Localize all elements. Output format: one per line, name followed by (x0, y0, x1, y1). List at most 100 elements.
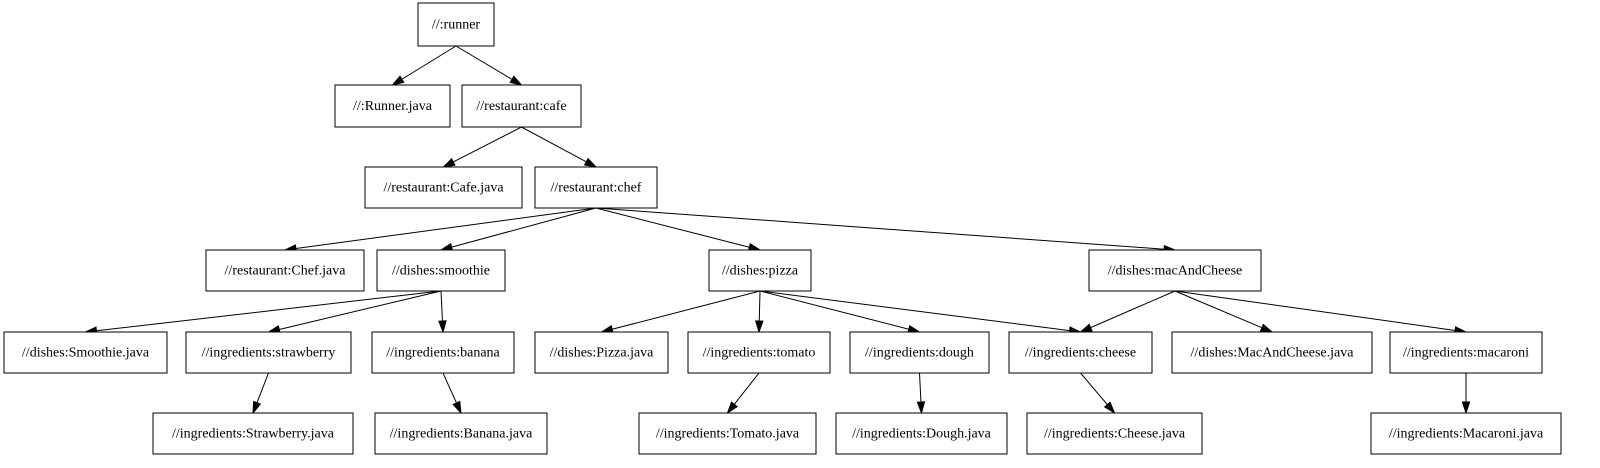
node-label: //ingredients:Banana.java (390, 427, 533, 442)
graph-edge-arrowhead (442, 157, 456, 168)
node-box (1026, 412, 1203, 455)
graph-edge (1090, 290, 1176, 329)
node-box (534, 166, 658, 209)
node-box (371, 331, 515, 374)
graph-node-dishes_pizza[interactable]: //dishes:pizza (708, 249, 812, 292)
graph-node-restaurant_cafe[interactable]: //restaurant:cafe (461, 84, 582, 128)
graph-edge (295, 207, 597, 250)
nodes-layer: //:runner //:Runner.java //restaurant:cafe… (3, 2, 1562, 455)
node-label: //dishes:macAndCheese (1108, 264, 1243, 279)
node-box (638, 412, 817, 455)
graph-edge (595, 207, 750, 248)
graph-node-ing_macaroni[interactable]: //ingredients:macaroni (1389, 331, 1543, 374)
graph-node-pizza_java[interactable]: //dishes:Pizza.java (534, 331, 669, 374)
graph-edge-arrowhead (452, 400, 462, 415)
node-box (687, 331, 831, 374)
node-label: //restaurant:chef (551, 181, 642, 196)
node-label: //restaurant:Cafe.java (383, 181, 504, 196)
graph-edge-arrowhead (583, 157, 598, 168)
graph-node-ing_cheese[interactable]: //ingredients:cheese (1008, 331, 1153, 374)
node-box (152, 412, 354, 455)
node-box (1171, 331, 1373, 374)
node-label: //dishes:Smoothie.java (22, 346, 150, 361)
node-label: //dishes:pizza (722, 264, 799, 279)
graph-node-chef_java[interactable]: //restaurant:Chef.java (205, 249, 365, 292)
graph-edge-arrowhead (1079, 323, 1093, 333)
graph-edge (1080, 372, 1108, 405)
graph-node-restaurant_chef[interactable]: //restaurant:chef (534, 166, 658, 209)
node-box (534, 331, 669, 374)
graph-node-cheese_java[interactable]: //ingredients:Cheese.java (1026, 412, 1203, 455)
graph-edge (442, 372, 457, 404)
graph-edge (1174, 290, 1456, 331)
node-box (461, 84, 582, 128)
node-label: //ingredients:Dough.java (852, 427, 992, 442)
graph-edge-arrowhead (726, 401, 738, 415)
node-box (1008, 331, 1153, 374)
graph-node-ing_banana[interactable]: //ingredients:banana (371, 331, 515, 374)
graph-node-runner[interactable]: //:runner (417, 2, 495, 47)
graph-edge-arrowhead (438, 320, 447, 334)
graph-edge (758, 290, 761, 322)
graph-edge-arrowhead (1259, 323, 1274, 333)
graph-node-macaroni_java[interactable]: //ingredients:Macaroni.java (1370, 412, 1562, 455)
node-box (376, 249, 506, 292)
graph-edge (733, 372, 760, 405)
node-box (1389, 331, 1543, 374)
node-label: //ingredients:Strawberry.java (172, 427, 335, 442)
graph-node-banana_java[interactable]: //ingredients:Banana.java (374, 412, 548, 455)
graph-edge-arrowhead (1103, 401, 1116, 415)
edges-layer (83, 45, 1471, 415)
node-label: //:runner (432, 18, 481, 33)
node-label: //:Runner.java (353, 99, 433, 114)
node-box (364, 166, 523, 209)
node-label: //ingredients:dough (865, 346, 974, 361)
graph-node-dishes_smoothie[interactable]: //dishes:smoothie (376, 249, 506, 292)
node-box (374, 412, 548, 455)
graph-edge-arrowhead (391, 75, 405, 86)
graph-edge (401, 45, 457, 80)
graph-edge (521, 126, 587, 163)
graph-node-dishes_macnchz[interactable]: //dishes:macAndCheese (1088, 249, 1262, 292)
node-label: //ingredients:banana (386, 346, 500, 361)
graph-edge-arrowhead (509, 75, 523, 86)
node-label: //ingredients:macaroni (1403, 346, 1529, 361)
node-box (205, 249, 365, 292)
graph-edge (256, 372, 269, 403)
graph-edge (759, 290, 909, 330)
node-box (849, 331, 990, 374)
node-label: //dishes:smoothie (392, 264, 490, 279)
node-box (3, 331, 168, 374)
graph-edge-arrowhead (916, 401, 926, 415)
node-label: //ingredients:Tomato.java (656, 427, 800, 442)
node-box (708, 249, 812, 292)
graph-node-dough_java[interactable]: //ingredients:Dough.java (835, 412, 1008, 455)
graph-node-strawberry_java[interactable]: //ingredients:Strawberry.java (152, 412, 354, 455)
graph-node-tomato_java[interactable]: //ingredients:Tomato.java (638, 412, 817, 455)
graph-node-cafe_java[interactable]: //restaurant:Cafe.java (364, 166, 523, 209)
graph-node-ing_tomato[interactable]: //ingredients:tomato (687, 331, 831, 374)
graph-edge (453, 126, 522, 163)
node-label: //ingredients:strawberry (202, 346, 336, 361)
node-box (1370, 412, 1562, 455)
graph-node-smoothie_java[interactable]: //dishes:Smoothie.java (3, 331, 168, 374)
node-label: //restaurant:cafe (476, 99, 566, 114)
graph-edge (612, 290, 761, 330)
graph-node-ing_dough[interactable]: //ingredients:dough (849, 331, 990, 374)
graph-edge (440, 290, 443, 322)
graph-edge (455, 45, 513, 80)
graph-node-ing_strawberry[interactable]: //ingredients:strawberry (185, 331, 352, 374)
node-label: //ingredients:cheese (1025, 346, 1136, 361)
node-label: //ingredients:Cheese.java (1044, 427, 1186, 442)
node-box (185, 331, 352, 374)
graph-edge (451, 207, 597, 248)
graph-edge (279, 290, 442, 330)
graph-edge (96, 290, 442, 332)
graph-node-macandcheese_java[interactable]: //dishes:MacAndCheese.java (1171, 331, 1373, 374)
graph-node-runner_java[interactable]: //:Runner.java (334, 84, 451, 128)
graph-edge (759, 290, 1070, 332)
node-label: //restaurant:Chef.java (225, 264, 347, 279)
graph-edge (919, 372, 922, 403)
